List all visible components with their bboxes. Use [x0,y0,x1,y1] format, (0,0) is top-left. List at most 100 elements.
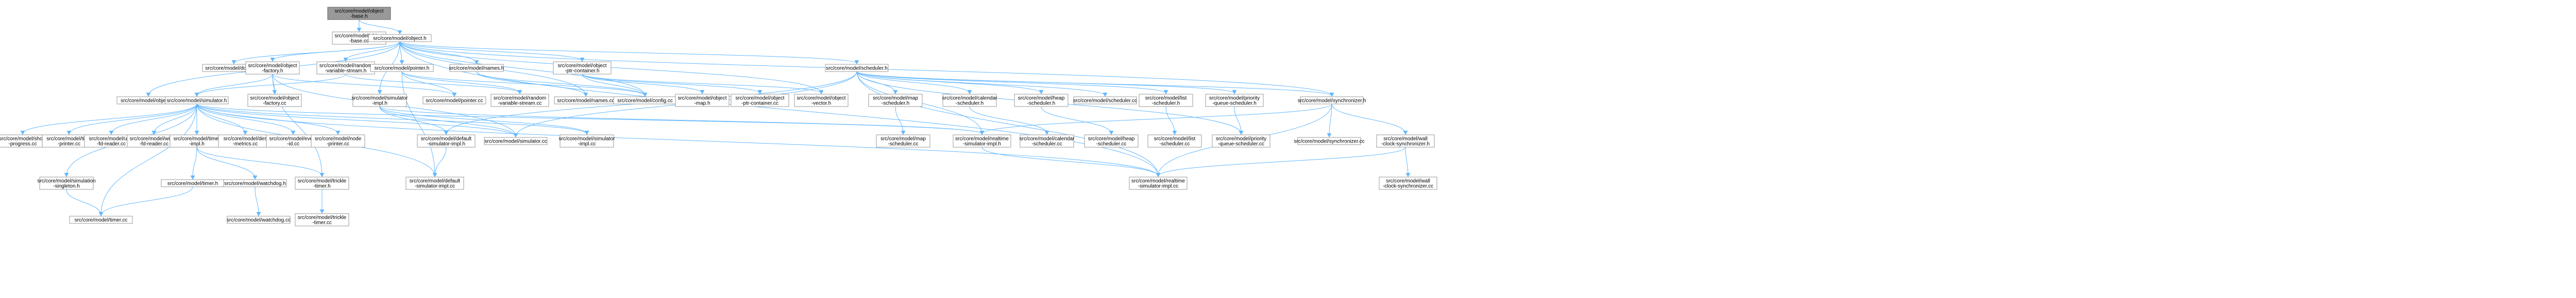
graph-node[interactable]: src/core/model/object-factory.cc [247,94,302,107]
node-box [1205,94,1264,107]
node-label: -fd-reader.cc [97,142,126,147]
graph-node[interactable]: src/core/model/list-scheduler.h [1139,94,1193,107]
graph-node[interactable]: src/core/model/config.cc [613,96,677,104]
graph-node[interactable]: src/core/model/timer-impl.h [170,134,224,148]
node-box [490,94,549,107]
include-edge-n0-n2 [359,19,400,33]
graph-node[interactable]: src/core/model/priority-queue-scheduler.… [1212,134,1270,148]
node-label: -scheduler.cc [1160,142,1190,147]
include-edge-n6-n15 [401,71,520,93]
include-edge-n9-n27 [856,71,1332,96]
graph-node[interactable]: src/core/model/object-vector.h [794,94,849,107]
graph-node[interactable]: src/core/model/object.h [368,34,432,42]
graph-node[interactable]: src/core/model/simulator-impl.h [352,94,409,107]
graph-node[interactable]: src/core/model/random-variable-stream.cc [490,94,549,107]
graph-node[interactable]: src/core/model/heap-scheduler.cc [1084,134,1139,148]
node-box [327,7,391,20]
graph-node[interactable]: src/core/model/wall-clock-synchronizer.h [1376,134,1435,148]
graph-node[interactable]: src/core/model/trickle-timer.h [295,177,349,190]
node-label: src/core/model/object [557,63,606,69]
graph-node[interactable]: src/core/model/list-scheduler.cc [1147,134,1202,148]
include-edge-n46-n53 [1405,147,1408,176]
include-edge-n40-n52 [981,147,1158,176]
graph-node[interactable]: src/core/model/simulator-impl.cc [559,134,616,148]
graph-node[interactable]: src/core/model/pointer.h [370,64,434,72]
graph-node[interactable]: src/core/model/realtime-simulator-impl.h [953,134,1011,148]
node-box [247,94,302,107]
graph-node[interactable]: src/core/model/object-ptr-container.h [553,61,612,75]
node-box [223,179,287,187]
node-label: src/core/model/scheduler.cc [1073,98,1137,104]
graph-node[interactable]: src/core/model/timer.cc [69,216,133,224]
graph-node[interactable]: src/core/model/names.h [449,64,504,72]
node-label: src/core/model/wall [1383,136,1428,142]
node-box [370,64,434,72]
node-label: -variable-stream.cc [498,101,541,107]
include-edge-n8-n19 [582,74,760,93]
graph-node[interactable]: src/core/model/synchronizer.h [1298,96,1366,104]
graph-node[interactable]: src/core/model/default-simulator-impl.cc [405,177,464,190]
graph-node[interactable]: src/core/model/simulation-singleton.h [37,177,96,190]
graph-node[interactable]: src/core/model/object-ptr-container.cc [731,94,789,107]
graph-node[interactable]: src/core/model/map-scheduler.h [868,94,923,107]
node-box [1297,137,1361,145]
node-label: src/core/model/simulator [352,96,409,101]
graph-node[interactable]: src/core/model/map-scheduler.cc [876,134,930,148]
graph-node[interactable]: src/core/model/object.cc [116,96,180,104]
graph-node[interactable]: src/core/model/node-printer.cc [311,134,365,148]
graph-node[interactable]: src/core/model/heap-scheduler.h [1014,94,1069,107]
node-box [825,64,889,72]
graph-node[interactable]: src/core/model/default-simulator-impl.h [417,134,476,148]
include-edge-n5-n15 [345,74,520,93]
include-edge-n6-n14 [401,71,454,96]
node-label: src/core/model/priority [1216,136,1266,142]
node-label: src/core/model/trickle [298,179,347,184]
graph-node[interactable]: src/core/model/watchdog.h [223,179,287,187]
graph-node[interactable]: src/core/model/trickle-timer.cc [295,213,349,226]
include-edge-n32-n50 [196,147,322,176]
include-edge-n8-n18 [582,74,702,93]
graph-node[interactable]: src/core/model/des-metrics.cc [218,134,273,148]
graph-node[interactable]: src/core/model/priority-queue-scheduler.… [1205,94,1264,107]
graph-node[interactable]: src/core/model/scheduler.h [825,64,889,72]
graph-node[interactable]: src/core/model/wall-clock-synchronizer.c… [1379,177,1437,190]
graph-node-root: src/core/model/object-base.h [327,7,391,20]
graph-node[interactable]: src/core/model/show-progress.cc [0,134,50,148]
node-label: -scheduler.h [956,101,984,107]
node-box [953,134,1011,148]
include-edge-n2-n52 [399,41,1158,176]
graph-node[interactable]: src/core/model/calendar-scheduler.cc [1020,134,1075,148]
node-label: src/core/model/simulation [37,179,95,184]
include-edge-n4-n14 [272,74,454,96]
graph-node[interactable]: src/core/model/timer.h [161,179,225,187]
graph-node[interactable]: src/core/model/object-map.h [675,94,730,107]
graph-node[interactable]: src/core/model/simulator.h [165,96,229,104]
node-box [245,61,300,75]
graph-node[interactable]: src/core/model/pointer.cc [422,96,486,104]
node-label: src/core/model/scheduler.h [826,66,888,72]
node-label: -factory.h [262,68,283,74]
include-edge-n11-n40 [196,103,982,134]
node-label: src/core/model/default [410,179,461,184]
node-label: -scheduler.cc [1096,142,1127,147]
node-label: src/core/model/show [0,136,47,142]
include-edge-n11-n28 [23,103,197,134]
graph-node[interactable]: src/core/model/realtime-simulator-impl.c… [1129,177,1188,190]
include-edge-n5-n11 [197,74,346,96]
node-label: -ptr-container.cc [741,101,778,107]
graph-node[interactable]: src/core/model/random-variable-stream.h [316,61,375,75]
include-edge-n46-n52 [1158,147,1406,176]
graph-node[interactable]: src/core/model/object-factory.h [245,61,300,75]
graph-node[interactable]: src/core/model/watchdog.cc [227,216,291,224]
node-label: src/core/model/priority [1209,96,1260,101]
graph-node[interactable]: src/core/model/names.cc [554,96,618,104]
graph-node[interactable]: src/core/model/simulator.cc [484,137,548,145]
graph-node[interactable]: src/core/model/synchronizer.cc [1294,137,1365,145]
node-box [675,94,730,107]
graph-node[interactable]: src/core/model/calendar-scheduler.h [942,94,997,107]
node-label: src/core/model/wall [1386,179,1430,184]
graph-node[interactable]: src/core/model/scheduler.cc [1073,96,1137,104]
node-box [69,216,133,224]
include-edge-n48-n54 [101,186,193,215]
include-edge-n11-n52 [196,103,1158,176]
